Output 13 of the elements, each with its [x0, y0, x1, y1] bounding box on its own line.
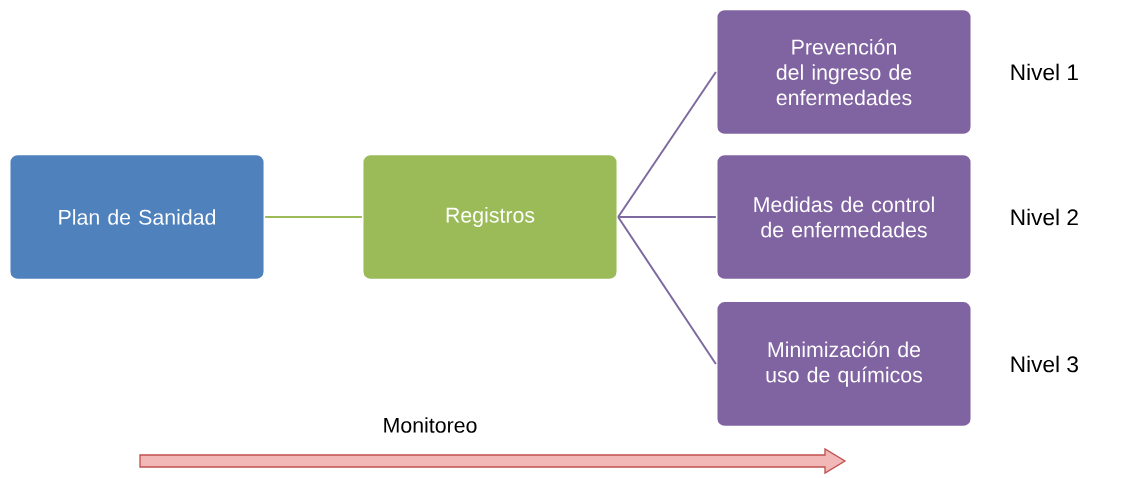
arrow-label: Monitoreo	[384, 417, 477, 433]
process-box: Plan de Sanidad	[8, 153, 266, 281]
process-box: Registros	[361, 153, 619, 281]
connector-line	[617, 216, 717, 365]
connector-line	[617, 71, 717, 218]
process-box: Prevención del ingreso de enfermedades	[715, 8, 973, 136]
level-label: Nivel 1	[1011, 63, 1078, 81]
connector-line	[264, 216, 363, 218]
level-label: Nivel 2	[1011, 208, 1078, 226]
process-box: Minimización de uso de químicos	[715, 300, 973, 428]
connector-line	[617, 216, 717, 218]
level-label: Nivel 3	[1011, 355, 1078, 373]
process-box: Medidas de control de enfermedades	[715, 153, 973, 281]
